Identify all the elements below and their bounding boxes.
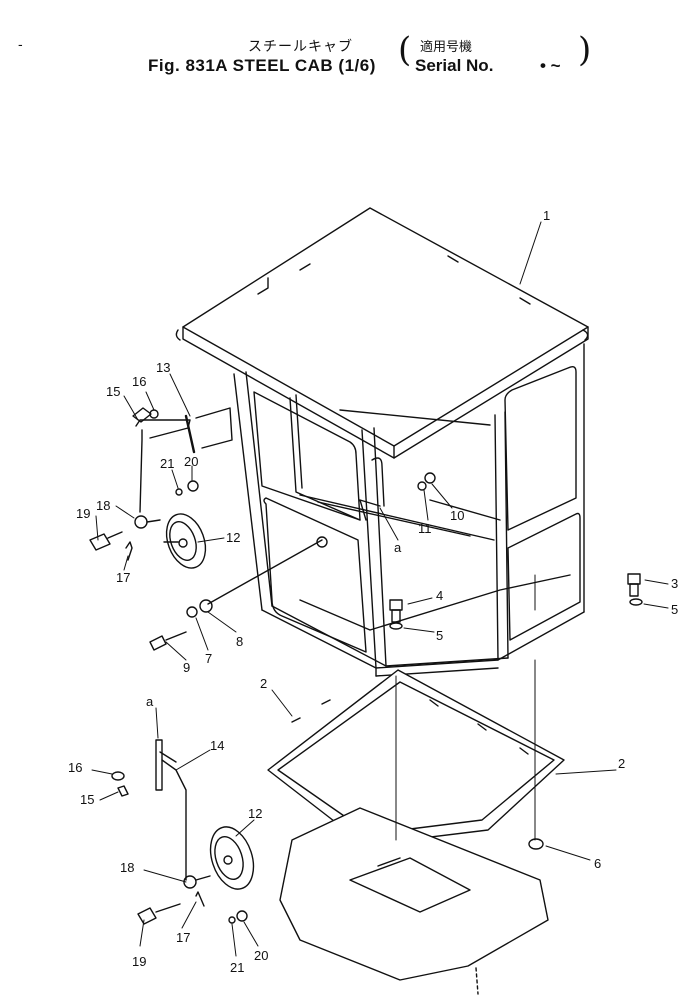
title-japanese: スチールキャブ (248, 38, 353, 54)
callout-16: 16 (68, 760, 82, 775)
cab-frame (233, 343, 585, 677)
callout-8: 8 (236, 634, 243, 649)
callout-2: 2 (260, 676, 267, 691)
callout-10: 10 (450, 508, 464, 523)
callout-labels: 1 2 2 3 4 5 5 6 7 8 9 10 11 12 12 13 14 … (68, 208, 678, 975)
callout-15: 15 (80, 792, 94, 807)
callout-12: 12 (248, 806, 262, 821)
assembly-center-lines (395, 574, 536, 841)
callout-11: 11 (418, 521, 432, 536)
corner-mark: - (18, 36, 23, 52)
callout-2: 2 (618, 756, 625, 771)
floor-seal-frame (267, 669, 565, 846)
callout-5: 5 (436, 628, 443, 643)
callout-21: 21 (230, 960, 244, 975)
callout-18: 18 (120, 860, 134, 875)
callout-4: 4 (436, 588, 443, 603)
callout-7: 7 (205, 651, 212, 666)
callout-18: 18 (96, 498, 110, 513)
cab-mount-bolts (359, 472, 643, 850)
open-paren: ( (398, 30, 412, 70)
callout-19: 19 (132, 954, 146, 969)
callout-20: 20 (254, 948, 268, 963)
serial-label-japanese: 適用号機 (420, 39, 473, 54)
callout-17: 17 (176, 930, 190, 945)
callout-5: 5 (671, 602, 678, 617)
callout-3: 3 (671, 576, 678, 591)
floor-mat (279, 807, 549, 995)
callout-9: 9 (183, 660, 190, 675)
leader-lines (91, 221, 669, 957)
callout-1: 1 (543, 208, 550, 223)
callout-19: 19 (76, 506, 90, 521)
callout-20: 20 (184, 454, 198, 469)
cab-roof (175, 207, 589, 459)
reference-a: a (394, 540, 402, 555)
callout-12: 12 (226, 530, 240, 545)
mirror-assembly-upper (89, 407, 233, 569)
figure-title: Fig. 831A STEEL CAB (1/6) (148, 56, 376, 75)
callout-13: 13 (156, 360, 170, 375)
callout-14: 14 (210, 738, 224, 753)
serial-range: • ~ (540, 56, 561, 75)
callout-15: 15 (106, 384, 120, 399)
close-paren: ) (578, 30, 592, 70)
callout-21: 21 (160, 456, 174, 471)
callout-16: 16 (132, 374, 146, 389)
reference-a: a (146, 694, 154, 709)
serial-label: Serial No. (415, 56, 494, 75)
mirror-mount-hardware (149, 536, 328, 651)
callout-6: 6 (594, 856, 601, 871)
mirror-assembly-lower (111, 739, 255, 925)
callout-17: 17 (116, 570, 130, 585)
